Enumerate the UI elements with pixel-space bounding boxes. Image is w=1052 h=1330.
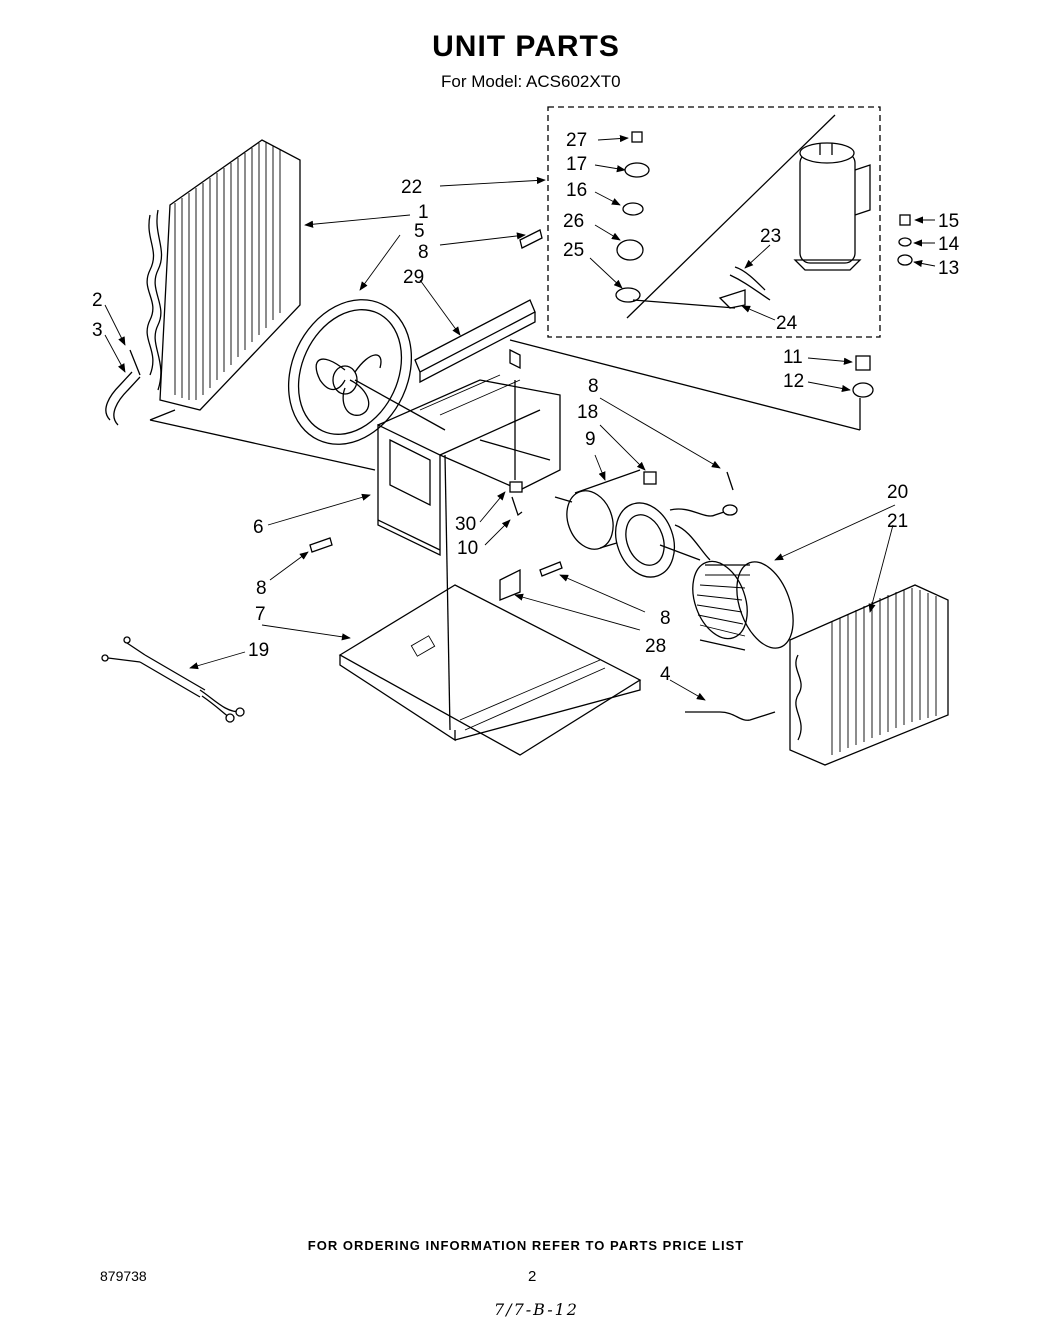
- blower-wheel: [692, 560, 794, 651]
- callout-15: 15: [938, 211, 959, 232]
- power-cord: [101, 636, 245, 723]
- callout-7: 7: [255, 604, 266, 625]
- handwritten-code: 7/7-B-12: [494, 1300, 579, 1319]
- callout-8a: 8: [418, 242, 429, 263]
- sensing-bulb: [105, 349, 141, 426]
- capillary-tube: [685, 711, 776, 721]
- callout-25: 25: [563, 240, 584, 261]
- orifice-panel: [377, 374, 561, 557]
- callout-13: 13: [938, 258, 959, 279]
- callout-8b: 8: [588, 376, 599, 397]
- grommet-12: [852, 382, 874, 398]
- callout-6: 6: [253, 517, 264, 538]
- bracket: [414, 299, 536, 384]
- callout-18: 18: [577, 402, 598, 423]
- callout-8d: 8: [660, 608, 671, 629]
- callout-29: 29: [403, 267, 424, 288]
- callout-1: 1: [418, 202, 429, 223]
- evaporator-coil: [789, 584, 949, 766]
- callout-23: 23: [760, 226, 781, 247]
- callout-8c: 8: [256, 578, 267, 599]
- document-number: 879738: [100, 1268, 147, 1284]
- callout-2: 2: [92, 290, 103, 311]
- callout-19: 19: [248, 640, 269, 661]
- page-number: 2: [528, 1268, 537, 1285]
- model-subtitle: For Model: ACS602XT0: [441, 72, 621, 91]
- callout-20: 20: [887, 482, 908, 503]
- grommet-11: [855, 355, 871, 371]
- callout-3: 3: [92, 320, 103, 341]
- callout-5: 5: [414, 221, 425, 242]
- callout-22: 22: [401, 177, 422, 198]
- callout-27: 27: [566, 130, 587, 151]
- callout-17: 17: [566, 154, 587, 175]
- callout-21: 21: [887, 511, 908, 532]
- callout-4: 4: [660, 664, 671, 685]
- callout-26: 26: [563, 211, 584, 232]
- callout-28: 28: [645, 636, 666, 657]
- compressor-assembly: [547, 106, 913, 338]
- leader-lines: [104, 134, 936, 701]
- callout-14: 14: [938, 234, 960, 255]
- callout-9: 9: [585, 429, 596, 450]
- condenser-fan: [287, 299, 446, 445]
- hardware: [309, 229, 738, 731]
- page-title: UNIT PARTS: [432, 30, 620, 63]
- callout-10: 10: [457, 538, 478, 559]
- callout-24: 24: [776, 313, 798, 334]
- callout-12: 12: [783, 371, 804, 392]
- fan-motor: [554, 469, 731, 578]
- callout-16: 16: [566, 180, 587, 201]
- callout-labels: 1 2 3 4 5 6 7 8 8 8 8 8 9 10 11 12 13 14…: [92, 130, 960, 685]
- callout-30: 30: [455, 514, 476, 535]
- callout-11: 11: [783, 347, 803, 368]
- condenser-coil: [146, 139, 301, 411]
- ordering-notice: FOR ORDERING INFORMATION REFER TO PARTS …: [307, 1238, 745, 1253]
- base-pan: [338, 584, 642, 756]
